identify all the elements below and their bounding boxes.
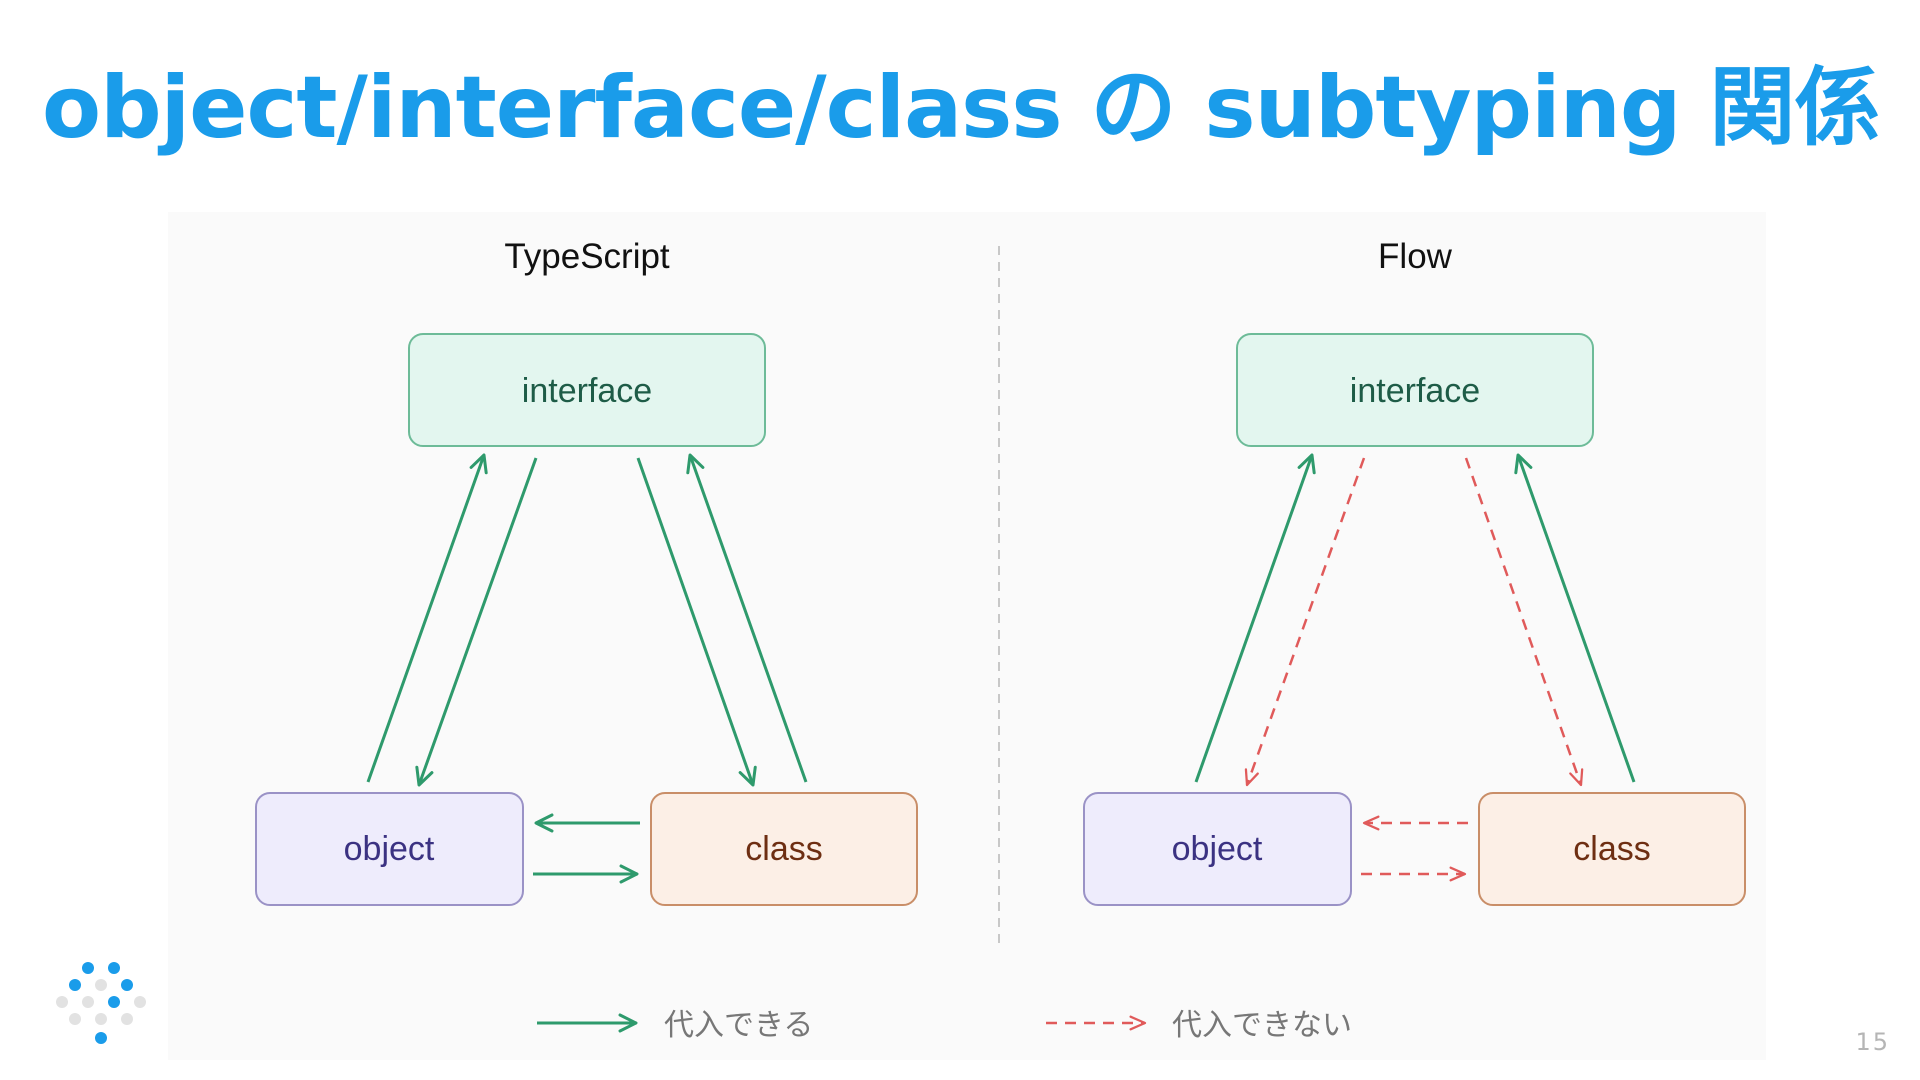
legend-label-assignable: 代入できる (664, 1008, 813, 1043)
page-number: 15 (1855, 1028, 1890, 1056)
ts-edge-object-to-interface (366, 453, 488, 783)
ts-edge-interface-to-class (636, 457, 757, 787)
ts-edge-interface-to-object (415, 457, 538, 787)
flow-node-class: class (1478, 792, 1746, 906)
legend-item-not-assignable: 代入できない (1046, 1008, 1352, 1043)
ts-node-object-label: object (344, 830, 435, 868)
slide-title: object/interface/class の subtyping 関係 (42, 58, 1880, 158)
flow-node-object-label: object (1172, 830, 1263, 868)
ts-node-class: class (650, 792, 918, 906)
flow-node-class-label: class (1573, 830, 1650, 868)
ts-edge-class-to-interface (686, 453, 808, 783)
legend: 代入できる 代入できない (537, 1008, 1352, 1043)
legend-item-assignable: 代入できる (537, 1008, 813, 1043)
flow-node-interface-label: interface (1350, 372, 1480, 410)
flow-edge-object-to-interface (1194, 453, 1316, 783)
panel-heading-flow: Flow (1378, 237, 1453, 276)
panel-typescript: TypeScript interface object clas (255, 237, 918, 906)
ts-node-interface: interface (408, 333, 766, 447)
legend-label-not-assignable: 代入できない (1172, 1008, 1352, 1043)
panel-heading-typescript: TypeScript (504, 237, 670, 276)
flow-edge-class-to-interface (1514, 453, 1636, 783)
ts-node-object: object (255, 792, 524, 906)
panel-flow: Flow interface object class (1083, 237, 1746, 906)
flow-edge-interface-to-object (1244, 457, 1366, 787)
ts-node-interface-label: interface (522, 372, 652, 410)
dot-grid-logo-icon (56, 962, 146, 1044)
flow-edge-interface-to-class (1464, 457, 1584, 787)
flow-node-interface: interface (1236, 333, 1594, 447)
flow-node-object: object (1083, 792, 1352, 906)
ts-node-class-label: class (745, 830, 822, 868)
